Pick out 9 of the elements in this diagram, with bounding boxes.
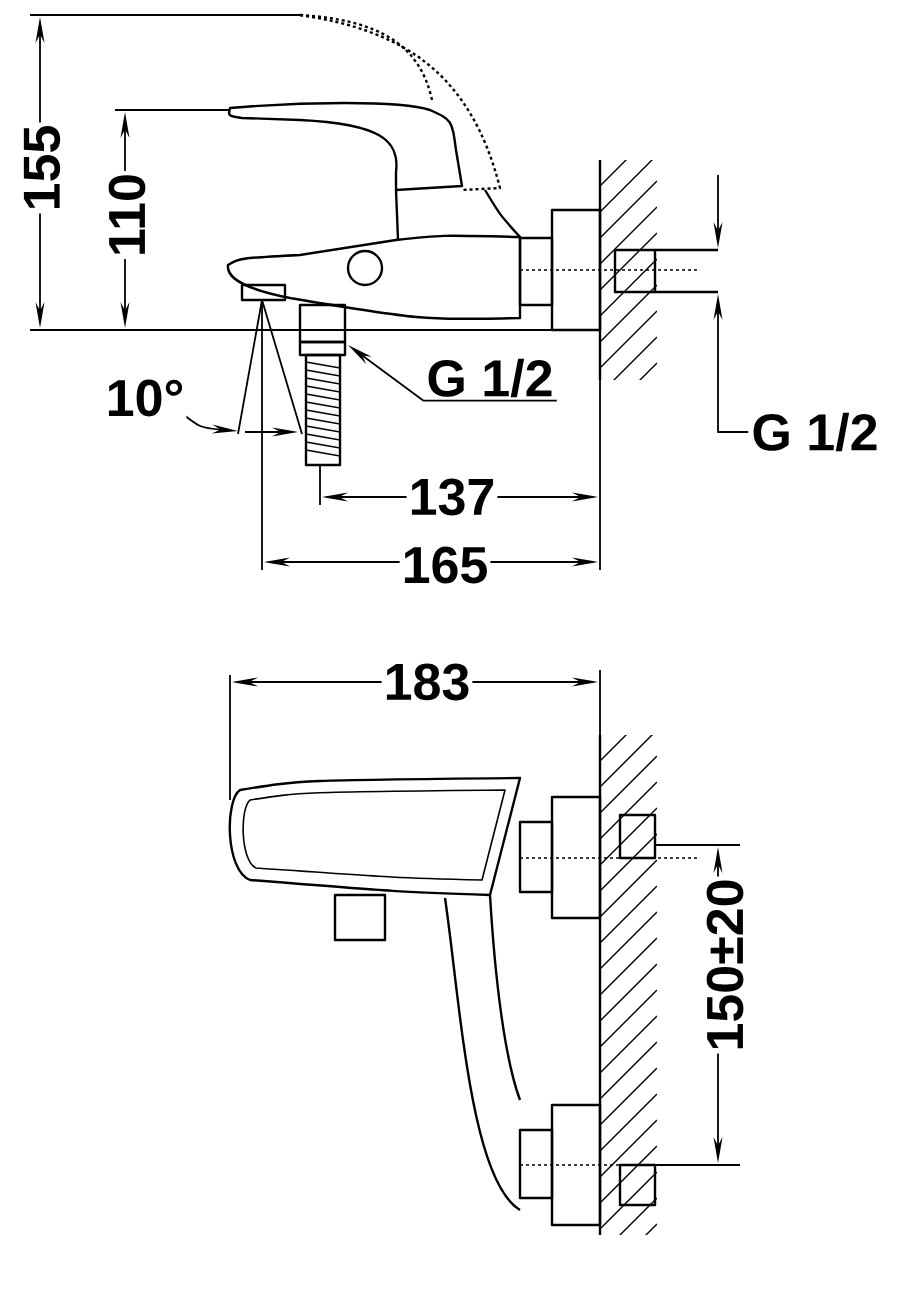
dimension-label: 155 [21,122,63,214]
dimension-label: 150±20 [704,876,746,1054]
dimension-label: 183 [381,661,473,703]
dimension-label: 110 [106,171,148,259]
dimension-label: 165 [399,544,491,586]
thread-label: G 1/2 [749,410,881,454]
dimension-label: 137 [406,476,498,518]
thread-label: G 1/2 [424,356,556,400]
dimension-label: 10° [103,377,187,419]
